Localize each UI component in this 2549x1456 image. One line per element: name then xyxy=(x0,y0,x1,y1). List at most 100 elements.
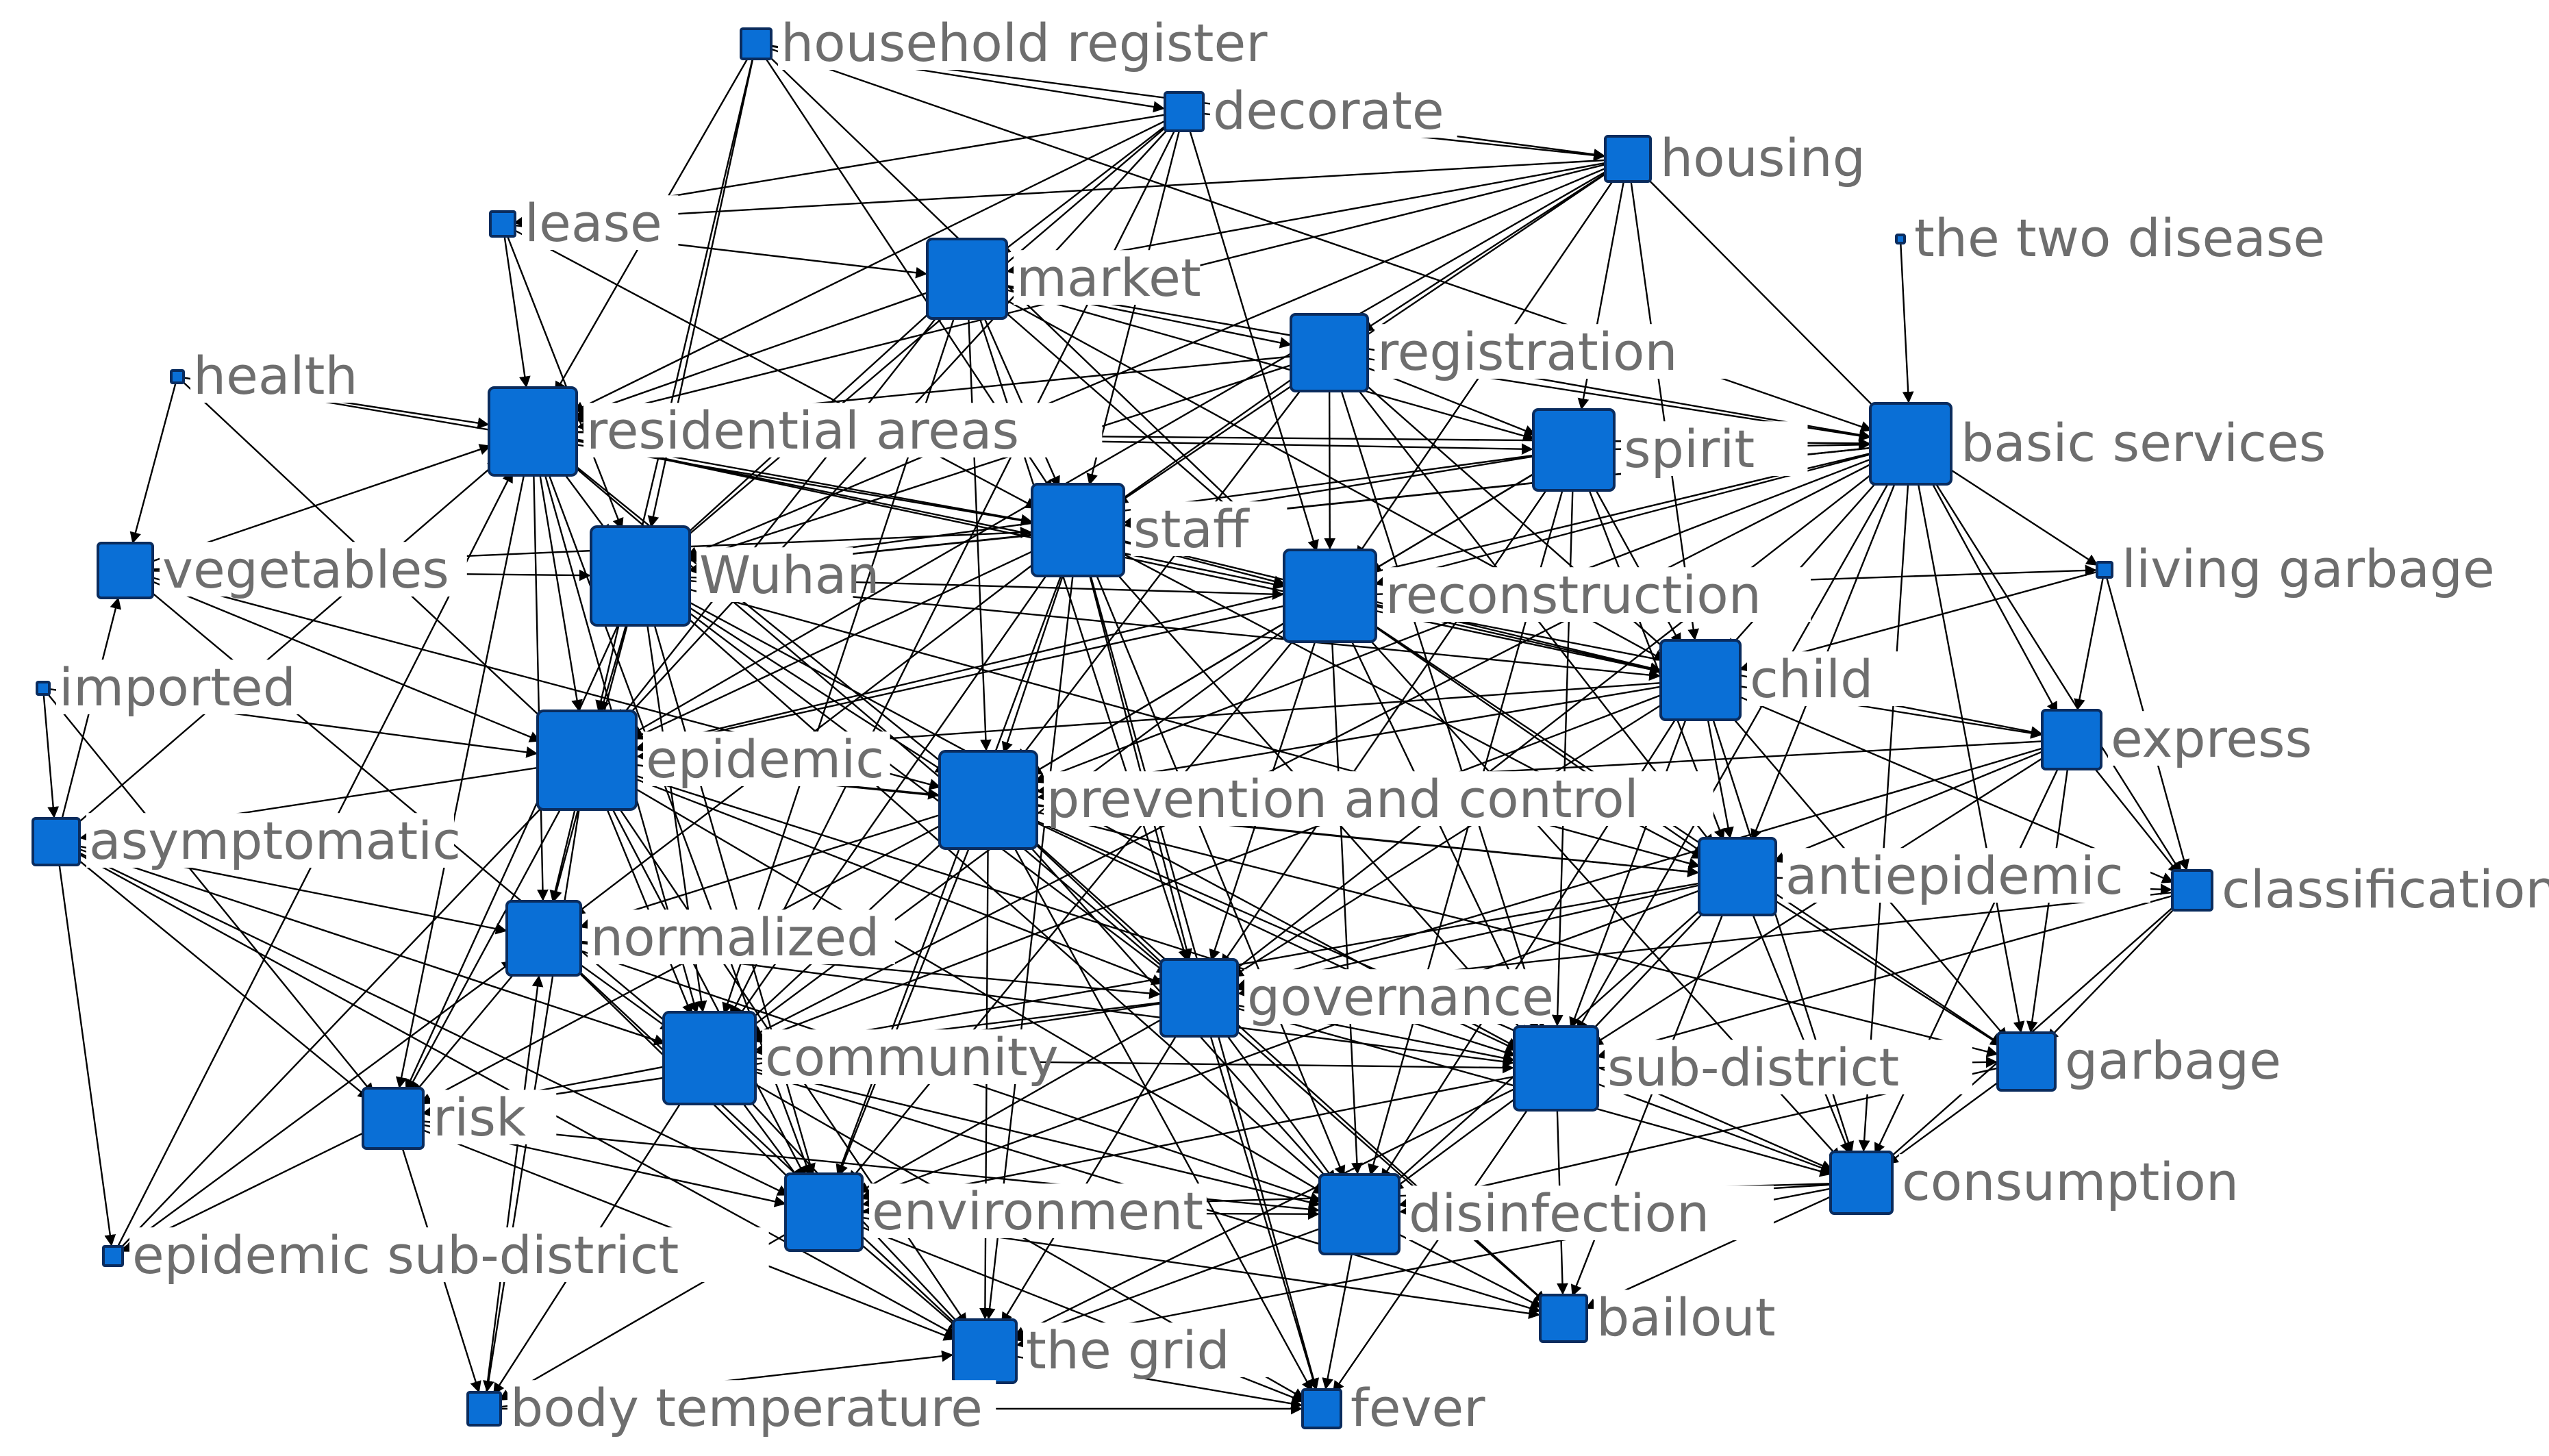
node-square[interactable] xyxy=(1031,483,1125,577)
node-square[interactable] xyxy=(1301,1388,1342,1429)
node-label-background xyxy=(1210,83,1457,138)
node-square[interactable] xyxy=(1318,1173,1401,1255)
edge-wuhan-to-risk xyxy=(405,575,642,1091)
node-square[interactable] xyxy=(102,1245,124,1267)
node-antiepidemic[interactable]: antiepidemic xyxy=(1698,837,2150,916)
node-label: Wuhan xyxy=(699,544,880,605)
node-square[interactable] xyxy=(536,710,638,811)
node-square[interactable] xyxy=(1513,1025,1599,1112)
node-square[interactable] xyxy=(590,525,691,627)
node-child[interactable]: child xyxy=(1659,639,1904,721)
node-community[interactable]: community xyxy=(662,1011,1059,1105)
edge-classification-to-sub_district xyxy=(1596,889,2193,1060)
node-label: child xyxy=(1750,649,1873,710)
node-express[interactable]: express xyxy=(2041,708,2325,770)
node-square[interactable] xyxy=(97,542,154,599)
node-square[interactable] xyxy=(505,900,582,977)
node-label: health xyxy=(193,345,358,406)
node-square[interactable] xyxy=(1698,837,1777,916)
node-garbage[interactable]: garbage xyxy=(1996,1030,2281,1092)
node-asymptomatic[interactable]: asymptomatic xyxy=(32,810,461,871)
node-square[interactable] xyxy=(1290,313,1369,392)
node-normalized[interactable]: normalized xyxy=(505,900,895,977)
edge-imported-to-risk xyxy=(42,688,375,1095)
edge-residential_areas-to-epidemic xyxy=(531,431,583,712)
node-body-temperature[interactable]: body temperature xyxy=(466,1377,996,1438)
node-square[interactable] xyxy=(362,1087,425,1150)
node-staff[interactable]: staff xyxy=(1031,483,1288,577)
node-square[interactable] xyxy=(2171,869,2213,912)
node-living-garbage[interactable]: living garbage xyxy=(2096,538,2541,599)
edge-governance-to-fever xyxy=(1198,997,1319,1390)
node-square[interactable] xyxy=(32,817,81,866)
edge-housing-to-lease xyxy=(515,158,1629,229)
node-square[interactable] xyxy=(938,750,1038,850)
edge-disinfection-to-the_grid xyxy=(1014,1213,1360,1342)
node-vegetables[interactable]: vegetables xyxy=(97,539,467,600)
node-sub-district[interactable]: sub-district xyxy=(1513,1025,1972,1112)
node-registration[interactable]: registration xyxy=(1290,313,1742,392)
node-square[interactable] xyxy=(170,369,185,384)
node-bailout[interactable]: bailout xyxy=(1539,1287,1811,1348)
node-health[interactable]: health xyxy=(170,345,377,406)
edge-epidemic-to-body_temperature xyxy=(483,760,588,1392)
node-epidemic[interactable]: epidemic xyxy=(536,710,890,811)
node-square[interactable] xyxy=(2041,709,2102,770)
node-square[interactable] xyxy=(1164,91,1205,132)
node-spirit[interactable]: spirit xyxy=(1532,408,1808,492)
node-square[interactable] xyxy=(489,210,516,238)
node-epidemic-sub-district[interactable]: epidemic sub-district xyxy=(102,1225,769,1285)
node-the-grid[interactable]: the grid xyxy=(952,1318,1270,1384)
edge-community-to-body_temperature xyxy=(493,1057,711,1395)
node-prevention-and-control[interactable]: prevention and control xyxy=(938,750,1713,850)
node-square[interactable] xyxy=(740,27,773,60)
node-lease[interactable]: lease xyxy=(489,192,679,253)
node-consumption[interactable]: consumption xyxy=(1829,1151,2239,1215)
node-housing[interactable]: housing xyxy=(1604,127,1874,188)
node-label: risk xyxy=(433,1087,526,1148)
node-basic-services[interactable]: basic services xyxy=(1869,402,2387,486)
edge-asymptomatic-to-epidemic_sub_district xyxy=(55,841,116,1246)
node-the-two-disease[interactable]: the two disease xyxy=(1895,208,2370,268)
node-square[interactable] xyxy=(1283,549,1377,643)
node-square[interactable] xyxy=(662,1011,757,1105)
node-fever[interactable]: fever xyxy=(1301,1377,1505,1438)
node-square[interactable] xyxy=(1895,234,1906,244)
node-square[interactable] xyxy=(466,1391,502,1427)
node-square[interactable] xyxy=(1869,402,1952,486)
node-square[interactable] xyxy=(784,1172,864,1252)
node-square[interactable] xyxy=(2096,561,2113,579)
node-governance[interactable]: governance xyxy=(1159,958,1554,1038)
node-imported[interactable]: imported xyxy=(36,657,303,718)
node-label-background xyxy=(2108,711,2325,766)
edge-prevention_and_control-to-environment xyxy=(837,799,990,1177)
node-square[interactable] xyxy=(1659,639,1742,721)
edge-decorate-to-reconstruction xyxy=(1183,111,1319,552)
node-square[interactable] xyxy=(1532,408,1616,492)
edge-the_two_disease-to-basic_services xyxy=(1899,238,1914,403)
node-household-register[interactable]: household register xyxy=(740,12,1327,73)
node-wuhan[interactable]: Wuhan xyxy=(590,525,880,627)
edge-housing-to-registration xyxy=(1361,158,1629,332)
node-square[interactable] xyxy=(1829,1151,1894,1215)
node-reconstruction[interactable]: reconstruction xyxy=(1283,549,1811,643)
node-square[interactable] xyxy=(952,1318,1018,1384)
node-square[interactable] xyxy=(488,386,578,477)
node-square[interactable] xyxy=(1539,1294,1588,1343)
node-square[interactable] xyxy=(1996,1031,2057,1092)
node-label: spirit xyxy=(1624,418,1755,479)
node-label-background xyxy=(86,813,454,868)
node-residential-areas[interactable]: residential areas xyxy=(488,386,1103,477)
node-risk[interactable]: risk xyxy=(362,1087,557,1150)
node-disinfection[interactable]: disinfection xyxy=(1318,1173,1774,1255)
node-square[interactable] xyxy=(926,238,1008,320)
node-market[interactable]: market xyxy=(926,238,1201,320)
node-square[interactable] xyxy=(1604,135,1652,183)
node-environment[interactable]: environment xyxy=(784,1172,1207,1252)
edge-imported-to-asymptomatic xyxy=(42,688,60,818)
node-classification[interactable]: classification xyxy=(2171,859,2549,920)
edge-housing-to-basic_services xyxy=(1627,158,1883,415)
node-decorate[interactable]: decorate xyxy=(1164,80,1457,141)
node-square[interactable] xyxy=(36,681,51,696)
node-square[interactable] xyxy=(1159,958,1239,1038)
